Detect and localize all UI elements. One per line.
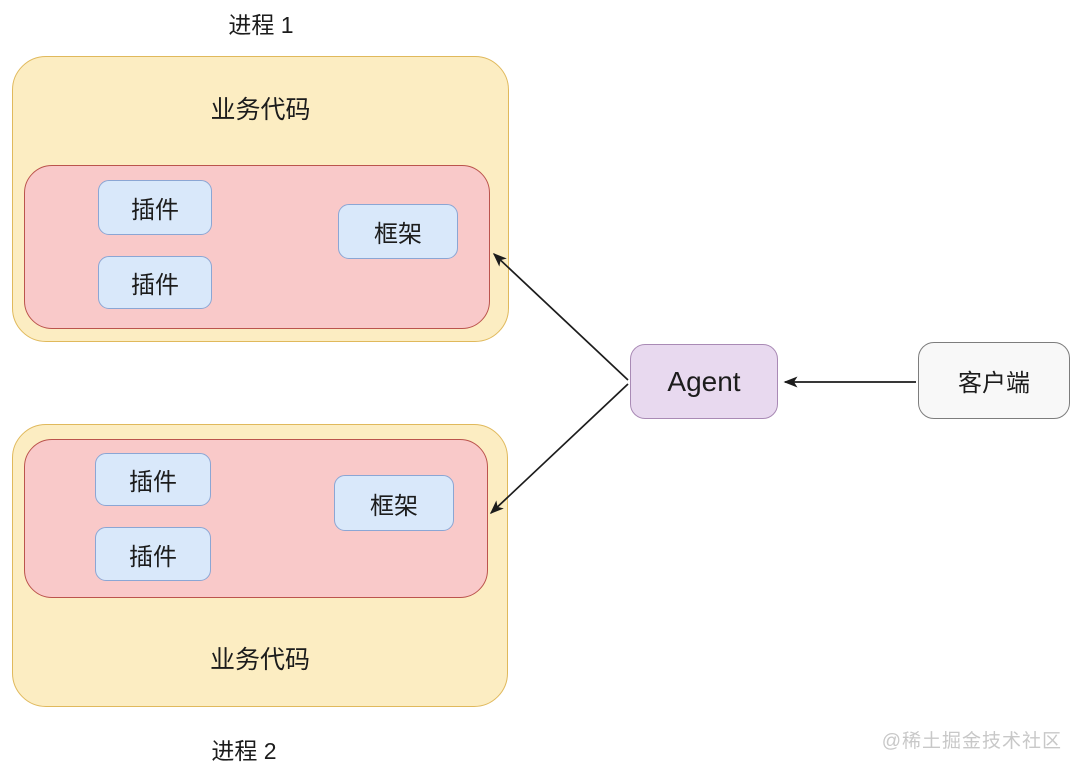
client-node: 客户端 (918, 342, 1070, 419)
process1-business-code-label: 业务代码 (210, 96, 311, 124)
process2-plugin2-box: 插件 (95, 527, 211, 581)
process2-business-code-label: 业务代码 (209, 646, 310, 674)
process1-title: 进程 1 (228, 12, 294, 38)
process2-plugin1-box: 插件 (95, 453, 211, 506)
watermark-text: @稀土掘金技术社区 (881, 731, 1062, 752)
process2-runtime-box: 插件 插件 框架 (24, 439, 488, 598)
arrow-agent-to-process1 (492, 252, 629, 381)
process1-plugin1-box: 插件 (98, 180, 212, 235)
process1-box: 业务代码 插件 插件 框架 (12, 56, 509, 342)
agent-node: Agent (630, 344, 778, 419)
process2-framework-box: 框架 (334, 475, 454, 531)
process1-runtime-box: 插件 插件 框架 (24, 165, 490, 329)
process2-box: 插件 插件 框架 业务代码 (12, 424, 508, 707)
process2-title: 进程 2 (211, 738, 277, 764)
process1-framework-box: 框架 (338, 204, 458, 259)
process1-plugin2-box: 插件 (98, 256, 212, 309)
arrow-agent-to-process2 (489, 383, 629, 515)
